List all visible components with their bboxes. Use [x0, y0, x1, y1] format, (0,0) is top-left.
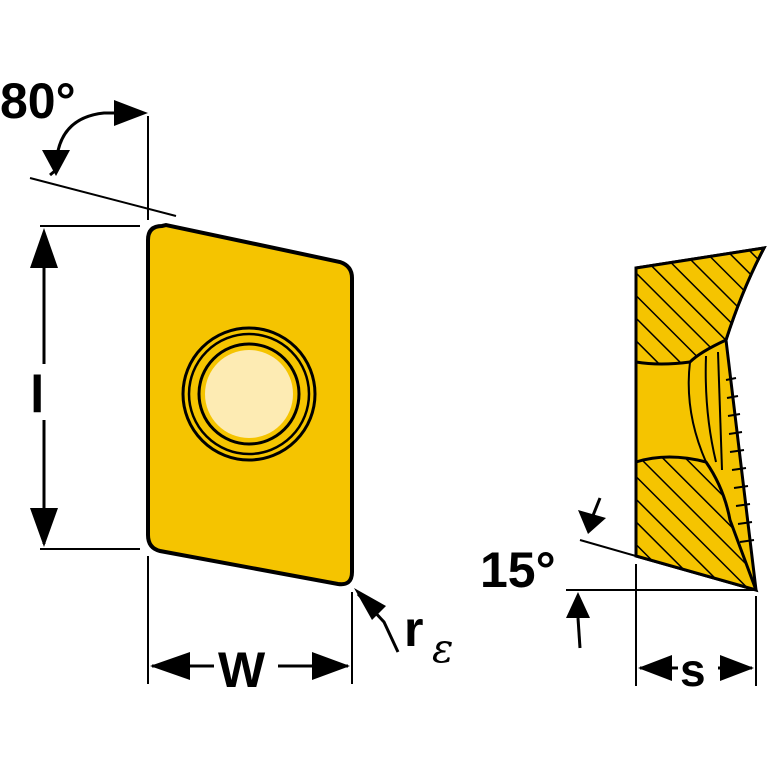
length-dimension: l — [26, 225, 140, 550]
width-label: W — [218, 642, 266, 698]
thickness-dimension: s — [635, 564, 757, 696]
section-upper-hatch — [634, 246, 767, 366]
insert-side-view — [634, 246, 767, 593]
thread-ticks — [725, 377, 755, 543]
angle-80-label: 80° — [0, 73, 76, 129]
clearance-angle-annotation: 15° — [480, 497, 756, 649]
corner-radius-subscript: ε — [432, 626, 453, 672]
angle-80-annotation: 80° — [0, 73, 177, 220]
section-lower-hatch — [634, 455, 759, 593]
insert-front-view — [146, 222, 354, 587]
clearance-angle-label: 15° — [480, 542, 556, 598]
length-label: l — [30, 366, 44, 424]
thickness-label: s — [680, 644, 706, 696]
width-dimension: W — [147, 556, 353, 698]
corner-radius-label: r — [404, 601, 423, 657]
corner-radius-annotation: r ε — [354, 588, 453, 672]
hole-center — [205, 350, 293, 438]
